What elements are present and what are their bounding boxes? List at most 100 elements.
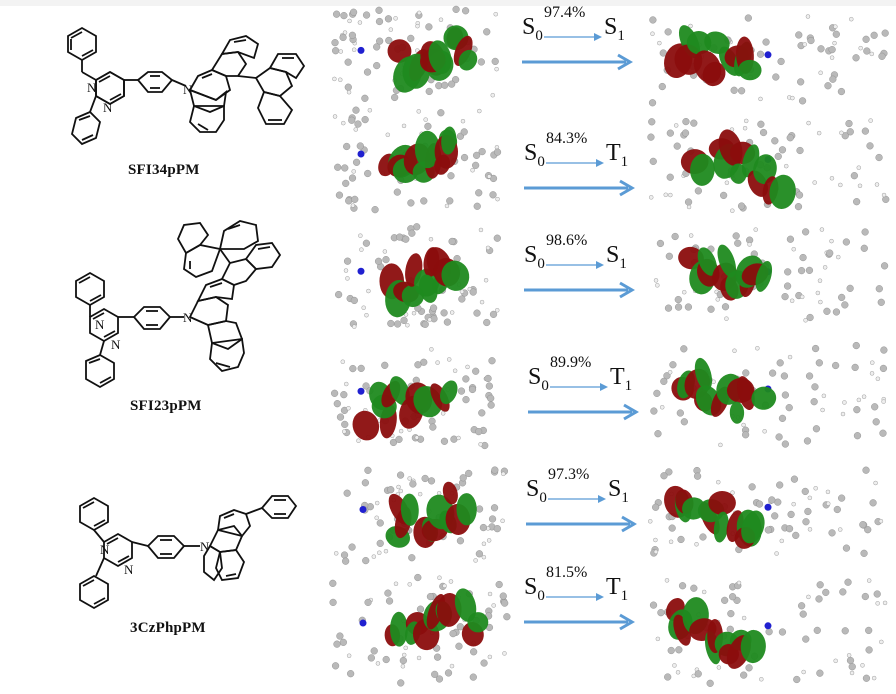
hydrogen-atom	[866, 578, 872, 583]
state-from: S0	[524, 574, 545, 604]
carbon-atom	[812, 344, 820, 353]
carbon-atom	[664, 304, 673, 312]
carbon-atom	[781, 293, 789, 301]
carbon-atom	[458, 295, 466, 303]
carbon-atom	[364, 598, 372, 607]
carbon-atom	[341, 420, 349, 428]
orbital-image	[329, 573, 511, 687]
nitrogen-atom	[359, 619, 367, 627]
carbon-atom	[488, 357, 496, 365]
carbon-atom	[663, 372, 671, 380]
carbon-atom	[336, 632, 344, 640]
orbital-lobe-positive	[352, 410, 380, 441]
transition-percent: 97.4%	[544, 4, 586, 21]
transition-sfi23ppm-s1: 98.6% S0 S1	[524, 232, 664, 299]
carbon-atom	[361, 116, 369, 124]
carbon-atom	[391, 93, 399, 102]
carbon-atom	[776, 481, 784, 489]
carbon-atom	[671, 232, 679, 241]
carbon-atom	[871, 403, 879, 411]
hydrogen-atom	[481, 554, 487, 560]
carbon-atom	[460, 128, 468, 136]
hydrogen-atom	[342, 429, 347, 434]
carbon-atom	[431, 670, 439, 678]
state-from: S0	[528, 364, 549, 394]
hydrogen-atom	[449, 663, 455, 669]
carbon-atom	[343, 489, 351, 497]
hydrogen-atom	[868, 118, 873, 123]
carbon-atom	[473, 309, 481, 317]
orbital-lobe-negative	[441, 260, 470, 291]
orbital-image	[331, 347, 496, 450]
carbon-atom	[811, 383, 819, 391]
hydrogen-atom	[672, 663, 677, 668]
carbon-atom	[491, 466, 499, 474]
carbon-atom	[850, 172, 858, 180]
hydrogen-atom	[456, 435, 461, 441]
atom-n-2: N	[111, 337, 121, 352]
carbon-atom	[329, 579, 337, 587]
hydrogen-atom	[435, 360, 440, 365]
hydrogen-atom	[805, 14, 811, 19]
carbon-atom	[846, 284, 854, 292]
hydrogen-atom	[403, 645, 408, 651]
hydrogen-atom	[787, 354, 793, 360]
transition-percent: 97.3%	[548, 466, 590, 483]
hydrogen-atom	[807, 527, 813, 532]
carbon-atom	[420, 197, 428, 205]
hydrogen-atom	[416, 109, 421, 114]
hydrogen-atom	[812, 180, 817, 185]
carbon-atom	[728, 593, 737, 601]
orbital-lobe-negative	[458, 49, 478, 71]
carbon-atom	[666, 173, 674, 181]
orbital-lobe-negative	[414, 130, 440, 169]
carbon-atom	[781, 391, 789, 399]
hydrogen-atom	[350, 203, 356, 208]
hydrogen-atom	[338, 77, 343, 82]
hydrogen-atom	[416, 655, 422, 661]
hydrogen-atom	[856, 165, 861, 170]
carbon-atom	[660, 377, 668, 385]
transition-sfi23ppm-t1: 89.9% S0 T1	[528, 354, 668, 421]
carbon-atom	[853, 432, 862, 440]
carbon-atom	[456, 537, 465, 545]
carbon-atom	[382, 655, 390, 664]
carbon-atom	[785, 525, 794, 533]
carbon-atom	[648, 99, 657, 107]
carbon-atom	[376, 519, 384, 527]
carbon-atom	[499, 592, 507, 600]
carbon-atom	[798, 602, 806, 610]
hydrogen-atom	[452, 368, 458, 373]
carbon-atom	[656, 239, 665, 248]
nitrogen-atom	[357, 46, 365, 54]
transition-3czphppm-t1: 81.5% S0 T1	[524, 564, 664, 631]
hydrogen-atom	[334, 551, 339, 556]
orbital-lobe-negative	[441, 126, 457, 155]
carbon-atom	[673, 142, 681, 150]
orbital-lobe-negative	[729, 401, 745, 424]
carbon-atom	[802, 518, 810, 526]
hydrogen-atom	[655, 283, 660, 288]
carbon-atom	[376, 37, 384, 45]
hydrogen-atom	[438, 17, 444, 22]
carbon-atom	[375, 6, 383, 14]
orbital-lobe-negative	[389, 376, 410, 406]
hydrogen-atom	[784, 163, 789, 169]
orbital-image	[648, 14, 889, 107]
hydrogen-atom	[818, 299, 823, 305]
carbon-atom	[396, 233, 404, 241]
carbon-atom	[726, 625, 734, 633]
carbon-atom	[440, 309, 448, 317]
carbon-atom	[869, 499, 877, 507]
hydrogen-atom	[815, 290, 821, 296]
orbital-image	[335, 223, 501, 329]
carbon-atom	[421, 474, 429, 483]
carbon-atom	[841, 627, 849, 635]
hydrogen-atom	[447, 357, 452, 362]
hydrogen-atom	[870, 360, 875, 365]
hydrogen-atom	[388, 27, 394, 32]
carbon-atom	[472, 151, 481, 159]
nitrogen-atom	[764, 622, 772, 630]
hydrogen-atom	[838, 527, 843, 532]
chemical-structure-3czphppm: N N N	[79, 495, 298, 610]
